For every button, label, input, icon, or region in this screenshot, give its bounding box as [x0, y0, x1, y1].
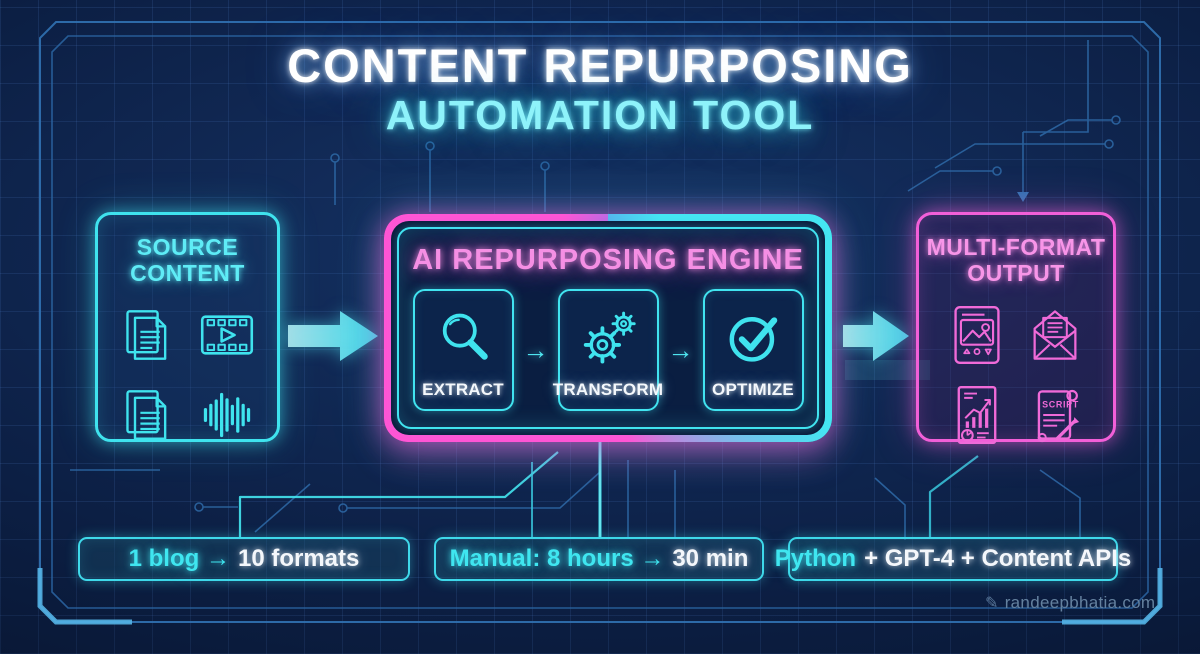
ai-engine-inner: AI REPURPOSING ENGINE: [397, 227, 819, 429]
email-newsletter-icon: [1033, 309, 1077, 360]
script-icon-label: SCRIPT: [1042, 399, 1079, 409]
bright-circuit-traces: [238, 442, 979, 537]
script-scroll-icon: SCRIPT: [1037, 389, 1080, 442]
check-circle-icon: [729, 316, 778, 362]
output-icon-grid: SCRIPT: [945, 303, 1087, 447]
stat-rest: 30 min: [672, 545, 749, 572]
step-extract: EXTRACT: [412, 289, 514, 411]
muted-circuit-traces: [70, 40, 1121, 540]
stat-highlight: Python: [774, 545, 857, 572]
stat-tech-stack: Python + GPT-4 + Content APIs: [775, 537, 1131, 581]
document-stack-icon: [125, 309, 166, 360]
source-panel-title: SOURCE CONTENT: [130, 234, 245, 286]
step-arrow-icon: →: [522, 335, 549, 365]
page-title: CONTENT REPURPOSING AUTOMATION TOOL: [0, 40, 1200, 139]
stat-rest: + GPT-4 + Content APIs: [864, 545, 1132, 572]
stat-highlight: 1 blog →: [128, 545, 230, 572]
source-content-panel: SOURCE CONTENT: [95, 212, 280, 442]
step-label: TRANSFORM: [552, 380, 664, 399]
stat-rest: 10 formats: [237, 545, 360, 572]
audio-waveform-icon: [203, 392, 250, 437]
ai-engine-frame-gap: AI REPURPOSING ENGINE: [391, 221, 825, 435]
step-label: OPTIMIZE: [712, 380, 794, 399]
engine-title: AI REPURPOSING ENGINE: [412, 244, 804, 276]
step-optimize: OPTIMIZE: [702, 289, 804, 411]
title-line-2: AUTOMATION TOOL: [385, 91, 815, 138]
engine-steps-row: EXTRACT →: [412, 289, 804, 411]
watermark: ✎ randeepbhatia.com: [985, 593, 1155, 613]
title-line-1: CONTENT REPURPOSING: [287, 39, 913, 92]
step-transform: TRANSFORM: [553, 289, 663, 411]
frame-border: [37, 21, 1163, 625]
flow-arrow-engine-to-output: [843, 311, 909, 361]
multi-format-output-panel: MULTI-FORMAT OUTPUT: [916, 212, 1116, 444]
watermark-text: randeepbhatia.com: [1004, 593, 1156, 612]
stat-time-saved: Manual: 8 hours → 30 min: [434, 537, 764, 581]
stat-highlight: Manual: 8 hours →: [449, 545, 665, 572]
decor-band: [845, 360, 930, 380]
step-label: EXTRACT: [422, 380, 504, 399]
stat-formats: 1 blog → 10 formats: [78, 537, 410, 581]
output-panel-title: MULTI-FORMAT OUTPUT: [926, 234, 1106, 286]
ai-engine-panel: AI REPURPOSING ENGINE: [384, 214, 832, 442]
source-icon-grid: [117, 303, 259, 447]
flow-arrow-source-to-engine: [288, 311, 378, 361]
gears-icon: [583, 311, 636, 364]
text-document-icon: [125, 389, 166, 440]
step-arrow-icon: →: [667, 335, 694, 365]
magnifier-icon: [442, 313, 488, 360]
social-post-icon: [954, 305, 1000, 364]
analytics-report-icon: [957, 385, 997, 444]
pen-icon: ✎: [985, 595, 999, 612]
video-file-icon: [200, 314, 253, 355]
